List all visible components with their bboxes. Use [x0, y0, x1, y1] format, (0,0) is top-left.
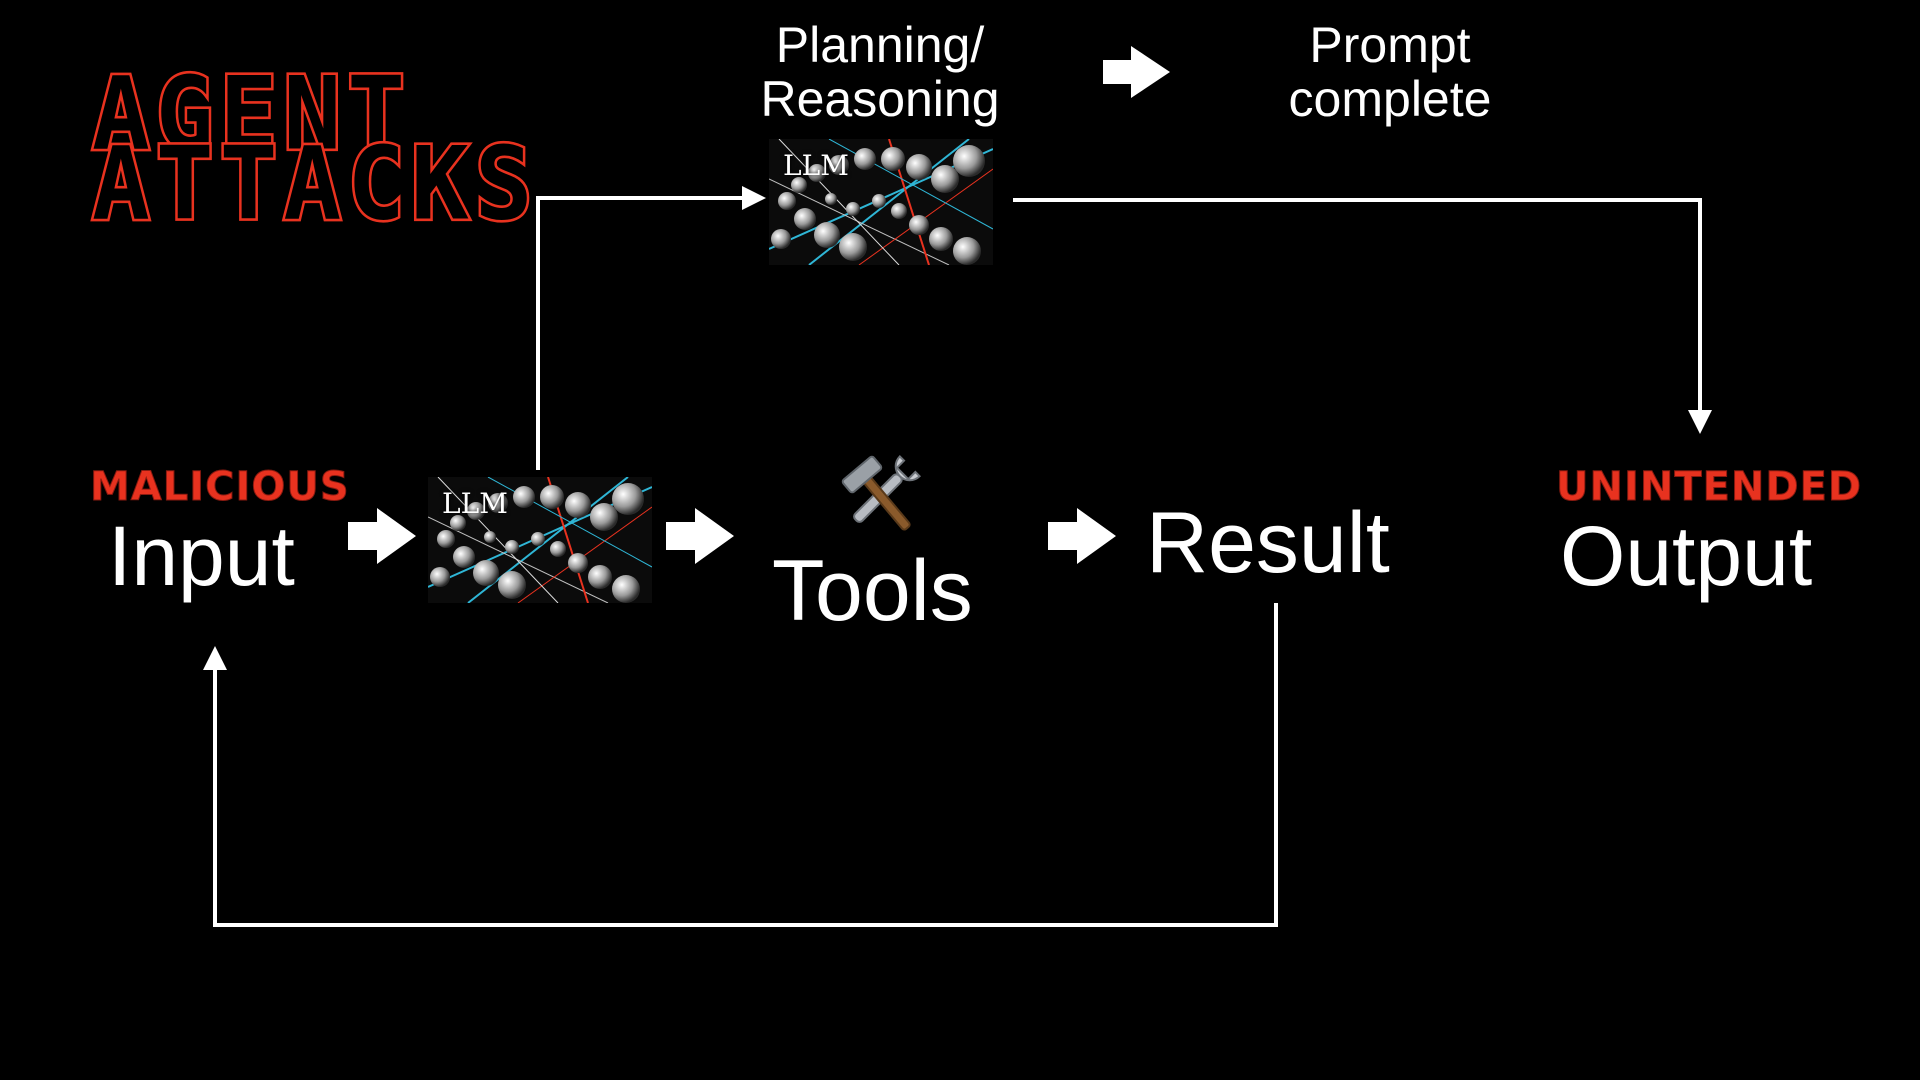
- hammer-and-wrench-icon: [832, 448, 928, 549]
- prompt-complete-label: Prompt complete: [1250, 18, 1530, 126]
- connector-result-to-input-arrowhead: [203, 646, 227, 670]
- llm-main-art: [428, 477, 652, 603]
- output-qualifier: UNINTENDED: [1555, 464, 1863, 511]
- prompt-complete-line-2: complete: [1288, 71, 1492, 127]
- output-label: Output: [1560, 509, 1813, 603]
- llm-main-image: LLM: [428, 477, 652, 603]
- llm-planning-label: LLM: [783, 149, 849, 182]
- llm-planning-image: LLM: [769, 139, 993, 265]
- connector-llm-to-planning-arrowhead: [742, 186, 766, 210]
- result-label: Result: [1146, 495, 1390, 591]
- title-line-2: ATTACKS: [90, 125, 539, 243]
- connector-result-to-input: [213, 603, 1278, 927]
- block-arrow-input-to-llm: [348, 508, 416, 564]
- input-label: Input: [108, 509, 295, 603]
- llm-planning-art: [769, 139, 993, 265]
- planning-label-line-1: Planning/: [775, 17, 985, 73]
- connector-planning-to-output: [1013, 198, 1702, 420]
- tools-label: Tools: [772, 543, 973, 639]
- block-arrow-planning-to-prompt: [1103, 46, 1170, 98]
- block-arrow-tools-to-result: [1048, 508, 1116, 564]
- planning-label-line-2: Reasoning: [760, 71, 1000, 127]
- connector-planning-to-output-arrowhead: [1688, 410, 1712, 434]
- connector-llm-to-planning: [536, 196, 752, 470]
- title-line-1: AGENT: [90, 55, 411, 173]
- planning-label: Planning/ Reasoning: [740, 18, 1020, 126]
- block-arrow-llm-to-tools: [666, 508, 734, 564]
- input-qualifier: MALICIOUS: [90, 464, 350, 511]
- llm-main-label: LLM: [442, 487, 508, 520]
- prompt-complete-line-1: Prompt: [1309, 17, 1471, 73]
